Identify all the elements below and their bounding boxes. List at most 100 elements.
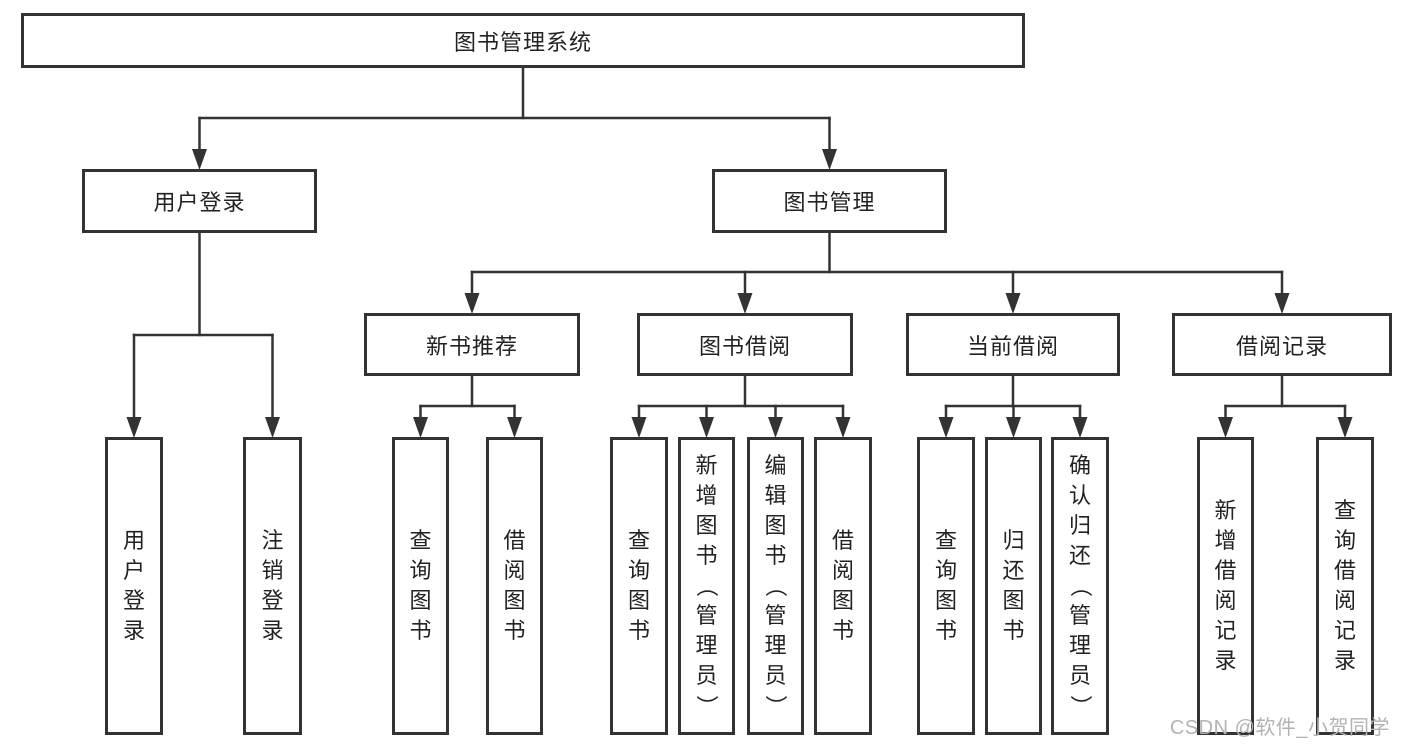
node-label-char: 查 xyxy=(409,528,432,553)
node-label-char: 录 xyxy=(122,618,145,643)
node-label-char: 归 xyxy=(1068,513,1091,538)
node-leaf-return-book: 归还图书 xyxy=(985,437,1042,735)
node-new-book-rec: 新书推荐 xyxy=(364,313,580,376)
node-user-login: 用户登录 xyxy=(82,169,317,233)
node-label-char: 书 xyxy=(627,618,650,643)
node-label-char: 阅 xyxy=(1333,588,1356,613)
node-label-char: 登 xyxy=(122,588,145,613)
arrow-head xyxy=(413,417,428,438)
node-label: 用户登录 xyxy=(153,190,246,215)
node-leaf-logout: 注销登录 xyxy=(243,437,302,735)
node-label: 图书管理系统 xyxy=(453,29,592,55)
arrow-head xyxy=(822,149,837,170)
arrow-head xyxy=(1005,293,1021,314)
node-label-char: 新 xyxy=(695,453,718,478)
node-label-char: 图 xyxy=(627,588,650,613)
node-label-char: 书 xyxy=(503,618,526,643)
node-leaf-add-borrow-rec: 新增借阅记录 xyxy=(1197,437,1254,735)
arrow-head xyxy=(835,417,851,438)
arrow-head xyxy=(126,417,142,438)
node-label-char: （ xyxy=(694,574,720,598)
node-label-char: 书 xyxy=(409,618,432,643)
node-label-char: 阅 xyxy=(831,558,854,583)
arrow-head xyxy=(631,417,647,438)
node-label-char: 增 xyxy=(1214,528,1237,553)
node-label-char: 书 xyxy=(764,543,787,568)
node-label: 借阅记录 xyxy=(1235,333,1328,359)
node-label-char: 询 xyxy=(627,558,650,583)
node-label-char: 借 xyxy=(1333,558,1356,583)
arrow-head xyxy=(768,417,783,438)
arrow-head xyxy=(1072,417,1088,438)
node-leaf-add-book: 新增图书（管理员） xyxy=(678,437,735,735)
node-label-char: ） xyxy=(1067,694,1093,718)
node-label-char: 阅 xyxy=(503,558,526,583)
node-label-char: 员 xyxy=(764,663,787,688)
node-label-char: 书 xyxy=(831,618,854,643)
node-label-char: 还 xyxy=(1002,558,1025,583)
node-leaf-query-book-2: 查询图书 xyxy=(610,437,668,735)
arrow-head xyxy=(737,293,753,314)
node-label-char: （ xyxy=(1067,574,1093,598)
node-label-char: 用 xyxy=(122,528,145,553)
node-label: 图书管理 xyxy=(783,190,876,215)
node-label-char: 注 xyxy=(261,528,284,553)
node-label-char: 借 xyxy=(1214,558,1237,583)
node-leaf-query-borrow-rec: 查询借阅记录 xyxy=(1316,437,1374,735)
arrow-head xyxy=(938,417,954,438)
node-borrow-record: 借阅记录 xyxy=(1172,313,1392,376)
arrow-head xyxy=(464,293,480,314)
node-label-char: 书 xyxy=(695,543,718,568)
node-label-char: 录 xyxy=(1333,648,1356,673)
node-label-char: 图 xyxy=(1002,588,1025,613)
node-label-char: 理 xyxy=(695,633,718,658)
node-label-char: 新 xyxy=(1214,498,1237,523)
node-leaf-borrow-book-1: 借阅图书 xyxy=(486,437,543,735)
arrow-head xyxy=(192,149,207,170)
node-label-char: 管 xyxy=(1068,603,1091,628)
node-leaf-edit-book: 编辑图书（管理员） xyxy=(747,437,804,735)
arrow-head xyxy=(699,417,714,438)
node-label-char: 理 xyxy=(764,633,787,658)
node-label-char: 图 xyxy=(409,588,432,613)
node-root: 图书管理系统 xyxy=(21,13,1025,68)
node-label-char: 书 xyxy=(934,618,957,643)
node-label-char: 管 xyxy=(695,603,718,628)
node-label-char: 图 xyxy=(831,588,854,613)
node-label: 图书借阅 xyxy=(698,333,791,359)
node-label-char: 认 xyxy=(1068,483,1091,508)
node-label-char: 借 xyxy=(503,528,526,553)
node-label-char: 录 xyxy=(1214,648,1237,673)
node-label-char: 询 xyxy=(934,558,957,583)
node-label-char: ） xyxy=(763,694,789,718)
node-label-char: 归 xyxy=(1002,528,1025,553)
node-label-char: 查 xyxy=(1333,498,1356,523)
node-label: 当前借阅 xyxy=(966,333,1059,359)
node-label-char: 记 xyxy=(1214,618,1237,643)
node-label-char: 户 xyxy=(122,558,145,583)
node-label-char: 借 xyxy=(831,528,854,553)
node-label-char: 图 xyxy=(764,513,787,538)
node-label: 新书推荐 xyxy=(425,333,518,359)
node-label-char: 查 xyxy=(627,528,650,553)
node-label-char: ） xyxy=(694,694,720,718)
node-label-char: 登 xyxy=(261,588,284,613)
node-label-char: 记 xyxy=(1333,618,1356,643)
node-label-char: 增 xyxy=(695,483,718,508)
node-leaf-confirm-return: 确认归还（管理员） xyxy=(1051,437,1109,735)
node-book-borrow: 图书借阅 xyxy=(637,313,853,376)
node-label-char: 辑 xyxy=(764,483,787,508)
arrow-head xyxy=(1218,417,1233,438)
node-label-char: 管 xyxy=(764,603,787,628)
node-label-char: 图 xyxy=(934,588,957,613)
node-label-char: 还 xyxy=(1068,543,1091,568)
node-leaf-query-book-3: 查询图书 xyxy=(917,437,975,735)
node-leaf-user-login: 用户登录 xyxy=(105,437,163,735)
arrow-head xyxy=(1006,417,1021,438)
arrow-head xyxy=(507,417,522,438)
node-label-char: 询 xyxy=(409,558,432,583)
node-leaf-query-book-1: 查询图书 xyxy=(392,437,449,735)
node-label-char: （ xyxy=(763,574,789,598)
node-label-char: 图 xyxy=(503,588,526,613)
